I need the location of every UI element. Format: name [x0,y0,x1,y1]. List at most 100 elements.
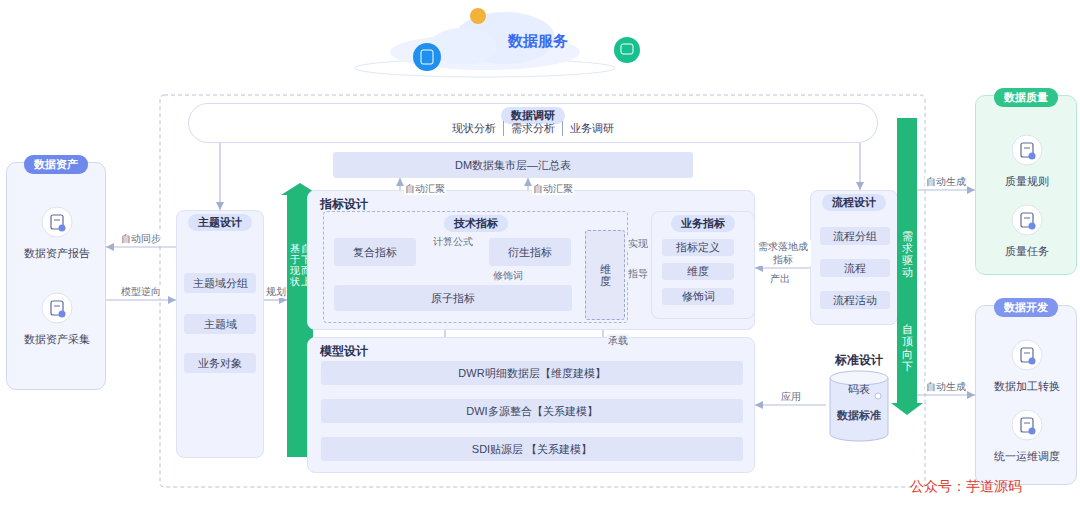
node-decoration [891,403,923,415]
node-decoration [12,289,102,329]
node-text: 标准设计 [826,352,892,369]
node-text: 数据标准 [826,408,892,423]
panel-heading: 数据开发 [994,298,1058,317]
node-decoration [982,131,1072,171]
edge-label: 应用 [780,390,802,403]
node-text: 数据服务 [508,32,568,51]
panel-heading: 模型设计 [320,343,368,360]
metric-item: 维度 [662,263,734,280]
node-decoration [982,406,1072,446]
panel-heading: 数据质量 [994,88,1058,107]
node-decoration [982,336,1072,376]
connector [264,299,287,300]
node-text: 质量规则 [1005,174,1049,189]
model-panel: DWR明细数据层【维度建模】 DWI多源整合【关系建模】 SDI贴源层 【关系建模】… [307,337,755,473]
node-text: 业务调研 [562,121,621,136]
node-text: 主题域分组 [193,276,248,291]
quality-panel: 质量规则质量任务数据质量 [975,95,1077,275]
metric-panel: 复合指标 衍生指标原子指标 维度 技术指标指标定义维度修饰词 业务指标 指标设计 [307,190,755,330]
node-text: 复合指标 [353,245,397,260]
node-text: SDI贴源层 【关系建模】 [472,442,592,457]
connector [917,189,975,190]
quality-item: 质量任务 [982,201,1072,263]
panel-heading: 主题设计 [188,214,252,231]
node-text: 衍生指标 [508,245,552,260]
edge-label: 模型逆向 [120,285,162,298]
node-text: 需求驱动 [902,230,913,278]
asset-item: 数据资产采集 [12,289,102,351]
panel-heading: 数据调研 [501,107,565,124]
service-cloud: 数据服务 [355,2,600,76]
asset-panel: 数据资产报告数据资产采集数据资产 [6,162,106,390]
node-text: 业务对象 [198,356,242,371]
node-decoration [982,201,1072,241]
asset-item: 数据资产报告 [12,203,102,265]
node-text: 自顶向下 [902,323,913,371]
connector [917,394,975,395]
panel-heading: 业务指标 [671,215,735,232]
connector [106,246,176,247]
dashed-container [160,95,925,487]
layer-box: SDI贴源层 【关系建模】 [321,437,743,461]
panel-heading: 技术指标 [444,215,508,232]
node-text: 原子指标 [431,291,475,306]
metric-item: 修饰词 [662,288,734,305]
node-text: 维度 [600,263,611,287]
standard-cylinder: 标准设计码表数据标准 [826,352,892,444]
layer-box: DWI多源整合【关系建模】 [321,399,743,423]
connector [859,143,860,190]
node-text: 修饰词 [682,289,715,304]
connector [219,143,220,210]
node-text: 基于现状 [290,243,300,287]
node-text: 统一运维调度 [994,449,1060,464]
metric-item: 指标定义 [662,239,734,256]
edge-label: 自动生成 [925,175,967,188]
node-decoration [345,2,650,86]
node-text: 流程 [844,261,866,276]
edge-label: 自动同步 [120,232,162,245]
node-text: 流程活动 [833,293,877,308]
node-text: 现状分析 [445,121,503,136]
node-text: 码表 [826,382,892,397]
metric-box: 原子指标 [334,285,572,311]
panel-heading: 指标设计 [320,196,368,213]
connector [755,267,810,268]
connector [755,404,826,405]
biz-metric-group: 指标定义维度修饰词 业务指标 [651,211,755,319]
dev-item: 统一运维调度 [982,406,1072,468]
connector [106,299,176,300]
node-text: 流程分组 [833,229,877,244]
quality-item: 质量规则 [982,131,1072,193]
dev-panel: 数据加工转换统一运维调度数据开发 [975,305,1077,485]
panel-heading: 数据资产 [24,155,88,174]
edge-label: 规划 [265,285,287,298]
edge-label: 需求落地成指标 [755,240,811,266]
survey-bar: 数据调研现状分析需求分析业务调研 [188,103,878,143]
node-text: 质量任务 [1005,244,1049,259]
node-text: 指标定义 [676,240,720,255]
flow-panel: 流程分组流程流程活动 流程设计 [810,190,898,325]
node-text: 维度 [687,264,709,279]
tech-metric-group: 复合指标 衍生指标原子指标 维度 技术指标 [323,211,628,323]
edge-note: 产出 [770,272,790,286]
process-box: 主题域分组 [184,273,256,293]
metric-box: 衍生指标 [489,238,571,266]
node-text: 需求分析 [503,121,562,136]
layer-box: DWR明细数据层【维度建模】 [321,361,743,385]
dimension-box: 维度 [585,230,625,320]
node-text: 数据资产报告 [24,246,90,261]
mart-box: DM数据集市层—汇总表 [333,152,693,178]
direction-bar: 需求驱动自顶向下 [897,118,917,403]
process-box: 流程活动 [820,291,890,309]
process-box: 主题域 [184,314,256,334]
process-box: 业务对象 [184,353,256,373]
dev-item: 数据加工转换 [982,336,1072,398]
panel-heading: 流程设计 [822,194,886,211]
process-box: 流程分组 [820,227,890,245]
node-text: DM数据集市层—汇总表 [455,158,571,173]
metric-box: 复合指标 [334,238,416,266]
node-text: DWI多源整合【关系建模】 [466,404,597,419]
node-decoration [12,203,102,243]
node-text: 数据资产采集 [24,332,90,347]
